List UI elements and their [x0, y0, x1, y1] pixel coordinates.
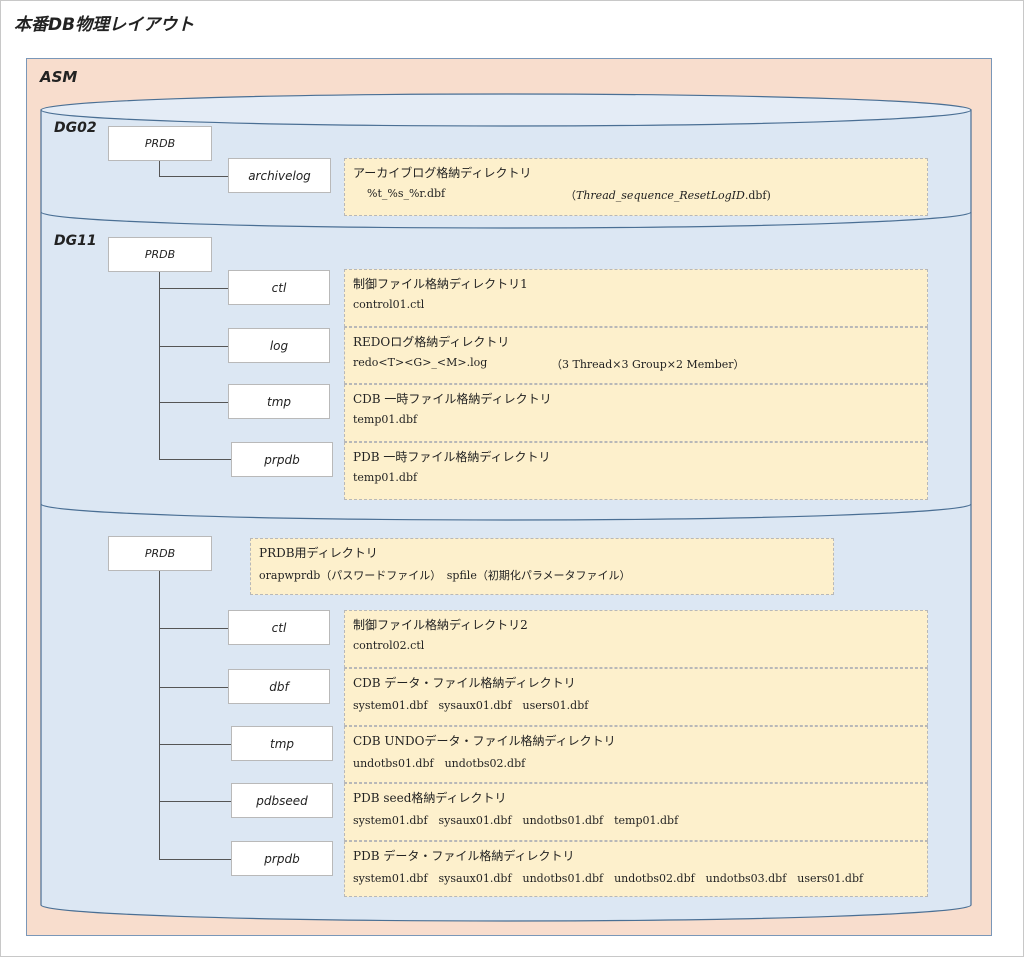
- dg11-label: DG11: [54, 233, 97, 249]
- info-title: PDB seed格納ディレクトリ: [353, 791, 507, 805]
- tree-line: [159, 628, 229, 629]
- info-ctl: 制御ファイル格納ディレクトリ1 control01.ctl: [344, 269, 928, 327]
- info-title: CDB UNDOデータ・ファイル格納ディレクトリ: [353, 734, 616, 748]
- asm-label: ASM: [40, 68, 78, 86]
- dir-box-dbf: dbf: [228, 669, 330, 704]
- dir-box-ctl: ctl: [228, 270, 330, 305]
- tree-line: [159, 801, 231, 802]
- info-files: system01.dbf sysaux01.dbf undotbs01.dbf …: [353, 872, 864, 885]
- note-italic: Thread_sequence_ResetLogID: [576, 189, 745, 202]
- info-title: 制御ファイル格納ディレクトリ2: [353, 618, 528, 632]
- info-tmp: CDB 一時ファイル格納ディレクトリ temp01.dbf: [344, 384, 928, 442]
- tree-line: [159, 687, 229, 688]
- info-note: （3 Thread×3 Group×2 Member）: [551, 358, 745, 371]
- info-log: REDOログ格納ディレクトリ redo<T><G>_<M>.log （3 Thr…: [344, 327, 928, 384]
- info-files: system01.dbf sysaux01.dbf undotbs01.dbf …: [353, 814, 679, 827]
- tree-line: [159, 272, 160, 460]
- tree-line: [159, 161, 160, 177]
- info-files: system01.dbf sysaux01.dbf users01.dbf: [353, 699, 589, 712]
- info-files: undotbs01.dbf undotbs02.dbf: [353, 757, 526, 770]
- page-title: 本番DB物理レイアウト: [14, 15, 195, 35]
- info-note: （Thread_sequence_ResetLogID.dbf): [565, 187, 771, 203]
- info-title: PDB データ・ファイル格納ディレクトリ: [353, 849, 575, 863]
- info-prpdb: PDB 一時ファイル格納ディレクトリ temp01.dbf: [344, 442, 928, 500]
- tree-line: [159, 346, 229, 347]
- info-pdbseed: PDB seed格納ディレクトリ system01.dbf sysaux01.d…: [344, 783, 928, 841]
- info-files: temp01.dbf: [353, 413, 418, 426]
- info-files: control01.ctl: [353, 298, 425, 311]
- info-undo: CDB UNDOデータ・ファイル格納ディレクトリ undotbs01.dbf u…: [344, 726, 928, 783]
- dg02-root-prdb: PRDB: [108, 126, 212, 161]
- tree-line: [159, 859, 231, 860]
- note-open: （: [565, 189, 576, 202]
- dg11-root-prdb: PRDB: [108, 237, 212, 272]
- dir-box-log: log: [228, 328, 330, 363]
- dir-box-prpdb: prpdb: [231, 442, 333, 477]
- info-files: control02.ctl: [353, 639, 425, 652]
- info-files: %t_%s_%r.dbf （Thread_sequence_ResetLogID…: [353, 187, 919, 203]
- tree-line: [159, 744, 231, 745]
- dir-box-prpdb: prpdb: [231, 841, 333, 876]
- tree-line: [159, 571, 160, 859]
- cylinder-top: [40, 93, 972, 127]
- dir-box-archivelog: archivelog: [228, 158, 331, 193]
- note-close: .dbf): [744, 189, 771, 202]
- info-files: orapwprdb（パスワードファイル） spfile（初期化パラメータファイル…: [259, 569, 631, 582]
- info-files: redo<T><G>_<M>.log （3 Thread×3 Group×2 M…: [353, 356, 919, 371]
- dg3-root-prdb: PRDB: [108, 536, 212, 571]
- info-ctl2: 制御ファイル格納ディレクトリ2 control02.ctl: [344, 610, 928, 668]
- dg02-label: DG02: [54, 120, 97, 136]
- info-title: アーカイブログ格納ディレクトリ: [353, 166, 532, 180]
- dir-box-ctl: ctl: [228, 610, 330, 645]
- info-title: REDOログ格納ディレクトリ: [353, 335, 510, 349]
- dir-box-tmp: tmp: [231, 726, 333, 761]
- info-files-text: redo<T><G>_<M>.log: [353, 356, 488, 369]
- tree-line: [159, 402, 229, 403]
- tree-line: [159, 288, 229, 289]
- info-files-text: %t_%s_%r.dbf: [367, 187, 446, 200]
- info-archivelog: アーカイブログ格納ディレクトリ %t_%s_%r.dbf （Thread_seq…: [344, 158, 928, 216]
- info-prdb-root: PRDB用ディレクトリ orapwprdb（パスワードファイル） spfile（…: [250, 538, 834, 595]
- tree-line: [159, 459, 231, 460]
- info-title: CDB 一時ファイル格納ディレクトリ: [353, 392, 552, 406]
- info-title: PDB 一時ファイル格納ディレクトリ: [353, 450, 551, 464]
- dir-box-tmp: tmp: [228, 384, 330, 419]
- tree-line: [159, 176, 229, 177]
- info-title: CDB データ・ファイル格納ディレクトリ: [353, 676, 576, 690]
- cylinder-divider-dg02: [40, 211, 972, 229]
- info-dbf: CDB データ・ファイル格納ディレクトリ system01.dbf sysaux…: [344, 668, 928, 726]
- info-pdbdata: PDB データ・ファイル格納ディレクトリ system01.dbf sysaux…: [344, 841, 928, 897]
- info-title: 制御ファイル格納ディレクトリ1: [353, 277, 528, 291]
- info-files: temp01.dbf: [353, 471, 418, 484]
- cylinder-divider-dg11: [40, 503, 972, 521]
- info-title: PRDB用ディレクトリ: [259, 546, 378, 560]
- dir-box-pdbseed: pdbseed: [231, 783, 333, 818]
